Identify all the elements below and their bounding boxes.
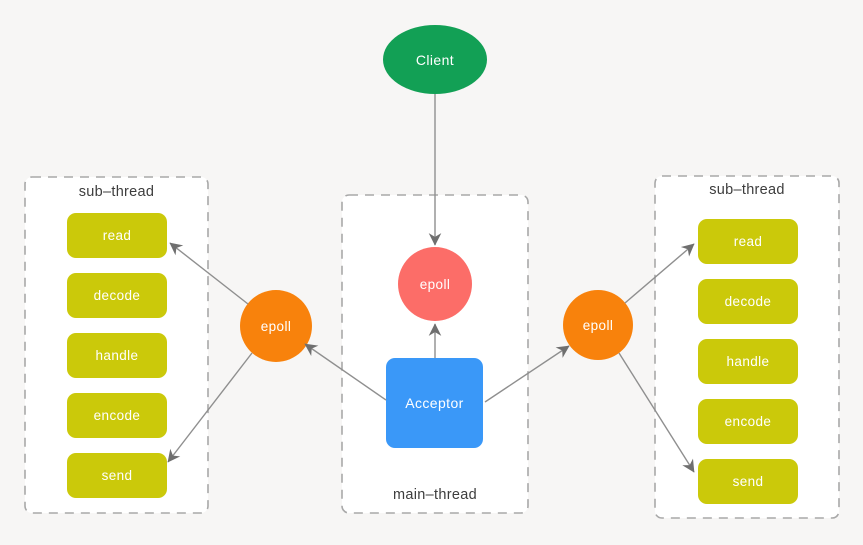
connector-left-epoll-to-send [167,352,253,463]
connector-right-epoll-to-send [618,352,695,473]
right-subthread-label: sub–thread [709,182,785,198]
left-task-encode[interactable]: encode [67,393,167,438]
left-task-encode-label: encode [93,408,141,423]
right-task-send[interactable]: send [698,459,798,504]
connector-acceptor-to-right-epoll [484,345,570,403]
right-task-encode[interactable]: encode [698,399,798,444]
left-task-handle-label: handle [95,348,139,363]
connector-left-epoll-to-read [169,242,249,305]
right-epoll-node[interactable]: epoll [563,290,633,360]
left-task-handle[interactable]: handle [67,333,167,378]
right-task-decode-label: decode [724,294,772,309]
acceptor-node[interactable]: Acceptor [386,358,483,448]
right-epoll-label: epoll [582,317,614,333]
left-task-decode-label: decode [93,288,141,303]
connector-right-epoll-to-read [624,243,695,304]
main-thread-label: main–thread [393,487,477,503]
right-task-encode-label: encode [724,414,772,429]
main-epoll-label: epoll [419,276,451,292]
right-task-handle[interactable]: handle [698,339,798,384]
right-task-read-label: read [733,234,763,249]
left-epoll-label: epoll [260,318,292,334]
right-task-decode[interactable]: decode [698,279,798,324]
left-subthread-label: sub–thread [78,184,155,200]
connector-acceptor-to-left-epoll [304,343,387,401]
left-task-read[interactable]: read [67,213,167,258]
client-label: Client [415,51,455,68]
left-task-decode[interactable]: decode [67,273,167,318]
right-task-handle-label: handle [726,354,770,369]
left-task-read-label: read [102,228,132,243]
right-task-read[interactable]: read [698,219,798,264]
right-task-send-label: send [732,474,764,489]
main-epoll-node[interactable]: epoll [398,247,472,321]
left-task-send-label: send [101,468,133,483]
client-node[interactable]: Client [383,25,487,94]
main-thread-box [341,194,529,514]
left-task-send[interactable]: send [67,453,167,498]
left-epoll-node[interactable]: epoll [240,290,312,362]
acceptor-label: Acceptor [405,395,464,411]
